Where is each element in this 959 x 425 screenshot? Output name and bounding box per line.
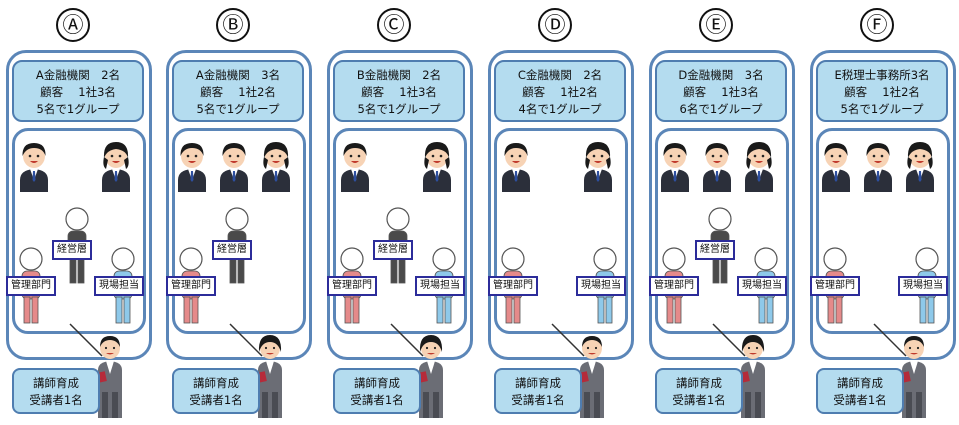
group-info-box: A金融機関 2名顧客 1社3名 5名で1グループ [12, 60, 144, 122]
group-column: Ⓔ D金融機関 3名顧客 1社3名 6名で1グループ経営層管理部門 現場担当講師育成受… [647, 0, 797, 425]
trainee-line: 受講者1名 [350, 393, 404, 407]
trainee-line: 講師育成 [837, 376, 883, 390]
group-info-box: E税理士事務所3名顧客 1社2名 5名で1グループ [816, 60, 948, 122]
trainee-line: 講師育成 [193, 376, 239, 390]
participant-figure [496, 136, 536, 196]
participant-figure [256, 136, 296, 196]
executive-label: 経営層 [695, 240, 735, 260]
instructor-figure [68, 318, 138, 422]
group-info-line: 5名で1グループ [357, 102, 441, 116]
participant-figure [697, 136, 737, 196]
participant-figure [578, 136, 618, 196]
admin-label: 管理部門 [488, 276, 538, 296]
admin-label: 管理部門 [6, 276, 56, 296]
field-label: 現場担当 [415, 276, 465, 296]
group-info-line: 6名で1グループ [679, 102, 763, 116]
group-column: Ⓓ C金融機関 2名顧客 1社2名 4名で1グループ管理部門 現場担当講師育成受講者1… [486, 0, 636, 425]
group-info-line: B金融機関 2名 [356, 68, 442, 82]
admin-label: 管理部門 [649, 276, 699, 296]
participant-figure [655, 136, 695, 196]
group-info-line: 顧客 1社2名 [200, 85, 276, 99]
participant-figure [900, 136, 940, 196]
participant-figure [14, 136, 54, 196]
group-info-line: 顧客 1社2名 [522, 85, 598, 99]
group-info-line: D金融機関 3名 [678, 68, 764, 82]
group-info-box: D金融機関 3名顧客 1社3名 6名で1グループ [655, 60, 787, 122]
group-info-line: 顧客 1社3名 [683, 85, 759, 99]
trainee-line: 講師育成 [354, 376, 400, 390]
trainee-box: 講師育成受講者1名 [655, 368, 743, 414]
group-info-box: A金融機関 3名顧客 1社2名 5名で1グループ [172, 60, 304, 122]
trainee-line: 受講者1名 [672, 393, 726, 407]
group-symbol: Ⓔ [699, 8, 733, 42]
participant-figure [172, 136, 212, 196]
group-symbol: Ⓒ [377, 8, 411, 42]
group-info-line: A金融機関 3名 [195, 68, 281, 82]
trainee-line: 受講者1名 [833, 393, 887, 407]
field-label: 現場担当 [576, 276, 626, 296]
instructor-figure [872, 318, 942, 422]
group-column: Ⓒ B金融機関 2名顧客 1社3名 5名で1グループ経営層管理部門 現場担当講師育成受… [325, 0, 475, 425]
trainee-box: 講師育成受講者1名 [333, 368, 421, 414]
admin-label: 管理部門 [166, 276, 216, 296]
trainee-line: 受講者1名 [29, 393, 83, 407]
executive-label: 経営層 [373, 240, 413, 260]
group-symbol: Ⓕ [860, 8, 894, 42]
group-symbol: Ⓐ [56, 8, 90, 42]
trainee-line: 受講者1名 [189, 393, 243, 407]
group-info-line: 5名で1グループ [840, 102, 924, 116]
trainee-box: 講師育成受講者1名 [494, 368, 582, 414]
group-info-line: A金融機関 2名 [35, 68, 121, 82]
group-symbol: Ⓑ [216, 8, 250, 42]
field-label: 現場担当 [94, 276, 144, 296]
field-label: 現場担当 [737, 276, 787, 296]
group-column: Ⓐ A金融機関 2名顧客 1社3名 5名で1グループ経営層管理部門 現場担当講師育成受… [4, 0, 154, 425]
group-info-box: B金融機関 2名顧客 1社3名 5名で1グループ [333, 60, 465, 122]
group-info-line: 顧客 1社3名 [40, 85, 116, 99]
executive-label: 経営層 [212, 240, 252, 260]
group-info-line: 5名で1グループ [36, 102, 120, 116]
group-symbol: Ⓓ [538, 8, 572, 42]
group-column: Ⓕ E税理士事務所3名顧客 1社2名 5名で1グループ管理部門 現場担当講師育成受講者… [808, 0, 958, 425]
participant-figure [335, 136, 375, 196]
group-info-box: C金融機関 2名顧客 1社2名 4名で1グループ [494, 60, 626, 122]
trainee-box: 講師育成受講者1名 [172, 368, 260, 414]
group-info-line: E税理士事務所3名 [834, 68, 930, 82]
participant-figure [214, 136, 254, 196]
group-column: Ⓑ A金融機関 3名顧客 1社2名 5名で1グループ経営層管理部門講師育成受講者1名 [164, 0, 314, 425]
admin-label: 管理部門 [327, 276, 377, 296]
group-info-line: 顧客 1社2名 [844, 85, 920, 99]
trainee-line: 受講者1名 [511, 393, 565, 407]
trainee-box: 講師育成受講者1名 [12, 368, 100, 414]
field-label: 現場担当 [898, 276, 948, 296]
executive-label: 経営層 [52, 240, 92, 260]
admin-label: 管理部門 [810, 276, 860, 296]
participant-figure [816, 136, 856, 196]
group-info-line: 5名で1グループ [196, 102, 280, 116]
trainee-box: 講師育成受講者1名 [816, 368, 904, 414]
trainee-line: 講師育成 [33, 376, 79, 390]
group-info-line: 4名で1グループ [518, 102, 602, 116]
group-info-line: 顧客 1社3名 [361, 85, 437, 99]
participant-figure [417, 136, 457, 196]
participant-figure [858, 136, 898, 196]
trainee-line: 講師育成 [515, 376, 561, 390]
participant-figure [96, 136, 136, 196]
trainee-line: 講師育成 [676, 376, 722, 390]
group-info-line: C金融機関 2名 [517, 68, 603, 82]
participant-figure [739, 136, 779, 196]
